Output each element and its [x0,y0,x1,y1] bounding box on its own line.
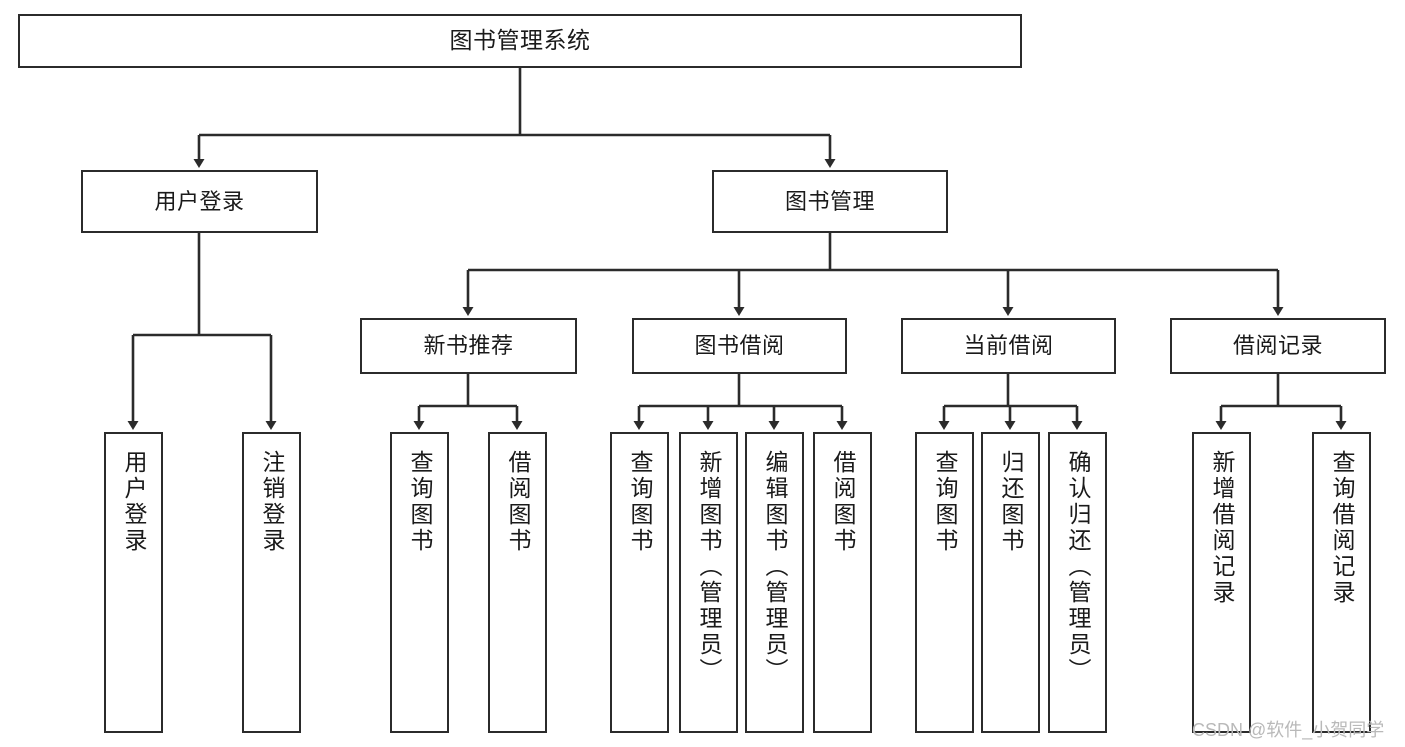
leaf-add-record[interactable]: 新增借阅记录 [1192,432,1251,733]
node-new-book-recommend[interactable]: 新书推荐 [360,318,577,374]
node-book-borrow[interactable]: 图书借阅 [632,318,847,374]
leaf-add-record-label: 新增借阅记录 [1209,450,1235,606]
node-borrow-record-label: 借阅记录 [1232,333,1323,359]
node-current-borrow[interactable]: 当前借阅 [901,318,1116,374]
leaf-add-book[interactable]: 新增图书（管理员） [679,432,738,733]
leaf-query-book-1[interactable]: 查询图书 [390,432,449,733]
leaf-user-login-label: 用户登录 [121,450,147,554]
node-root-label: 图书管理系统 [449,27,591,54]
leaf-return-book[interactable]: 归还图书 [981,432,1040,733]
csdn-watermark: CSDN @软件_小贺同学 [1192,720,1385,740]
leaf-edit-book[interactable]: 编辑图书（管理员） [745,432,804,733]
leaf-borrow-book-1[interactable]: 借阅图书 [488,432,547,733]
leaf-confirm-return-label: 确认归还（管理员） [1065,450,1091,684]
leaf-user-login[interactable]: 用户登录 [104,432,163,733]
node-user-login-label: 用户登录 [154,188,245,214]
leaf-return-book-label: 归还图书 [998,450,1024,554]
leaf-query-book-2[interactable]: 查询图书 [610,432,669,733]
leaf-borrow-book-2-label: 借阅图书 [830,450,856,554]
node-root[interactable]: 图书管理系统 [18,14,1022,68]
node-book-management-label: 图书管理 [784,188,875,214]
leaf-user-logout[interactable]: 注销登录 [242,432,301,733]
leaf-query-record[interactable]: 查询借阅记录 [1312,432,1371,733]
leaf-borrow-book-1-label: 借阅图书 [505,450,531,554]
node-user-login[interactable]: 用户登录 [81,170,318,233]
node-current-borrow-label: 当前借阅 [963,333,1054,359]
leaf-confirm-return[interactable]: 确认归还（管理员） [1048,432,1107,733]
leaf-borrow-book-2[interactable]: 借阅图书 [813,432,872,733]
leaf-query-book-3-label: 查询图书 [932,450,958,554]
leaf-query-book-2-label: 查询图书 [627,450,653,554]
node-new-book-recommend-label: 新书推荐 [423,333,514,359]
node-borrow-record[interactable]: 借阅记录 [1170,318,1386,374]
leaf-add-book-label: 新增图书（管理员） [696,450,722,684]
leaf-query-book-1-label: 查询图书 [407,450,433,554]
node-book-borrow-label: 图书借阅 [694,333,785,359]
leaf-edit-book-label: 编辑图书（管理员） [762,450,788,684]
leaf-user-logout-label: 注销登录 [259,450,285,554]
leaf-query-record-label: 查询借阅记录 [1329,450,1355,606]
node-book-management[interactable]: 图书管理 [712,170,948,233]
leaf-query-book-3[interactable]: 查询图书 [915,432,974,733]
